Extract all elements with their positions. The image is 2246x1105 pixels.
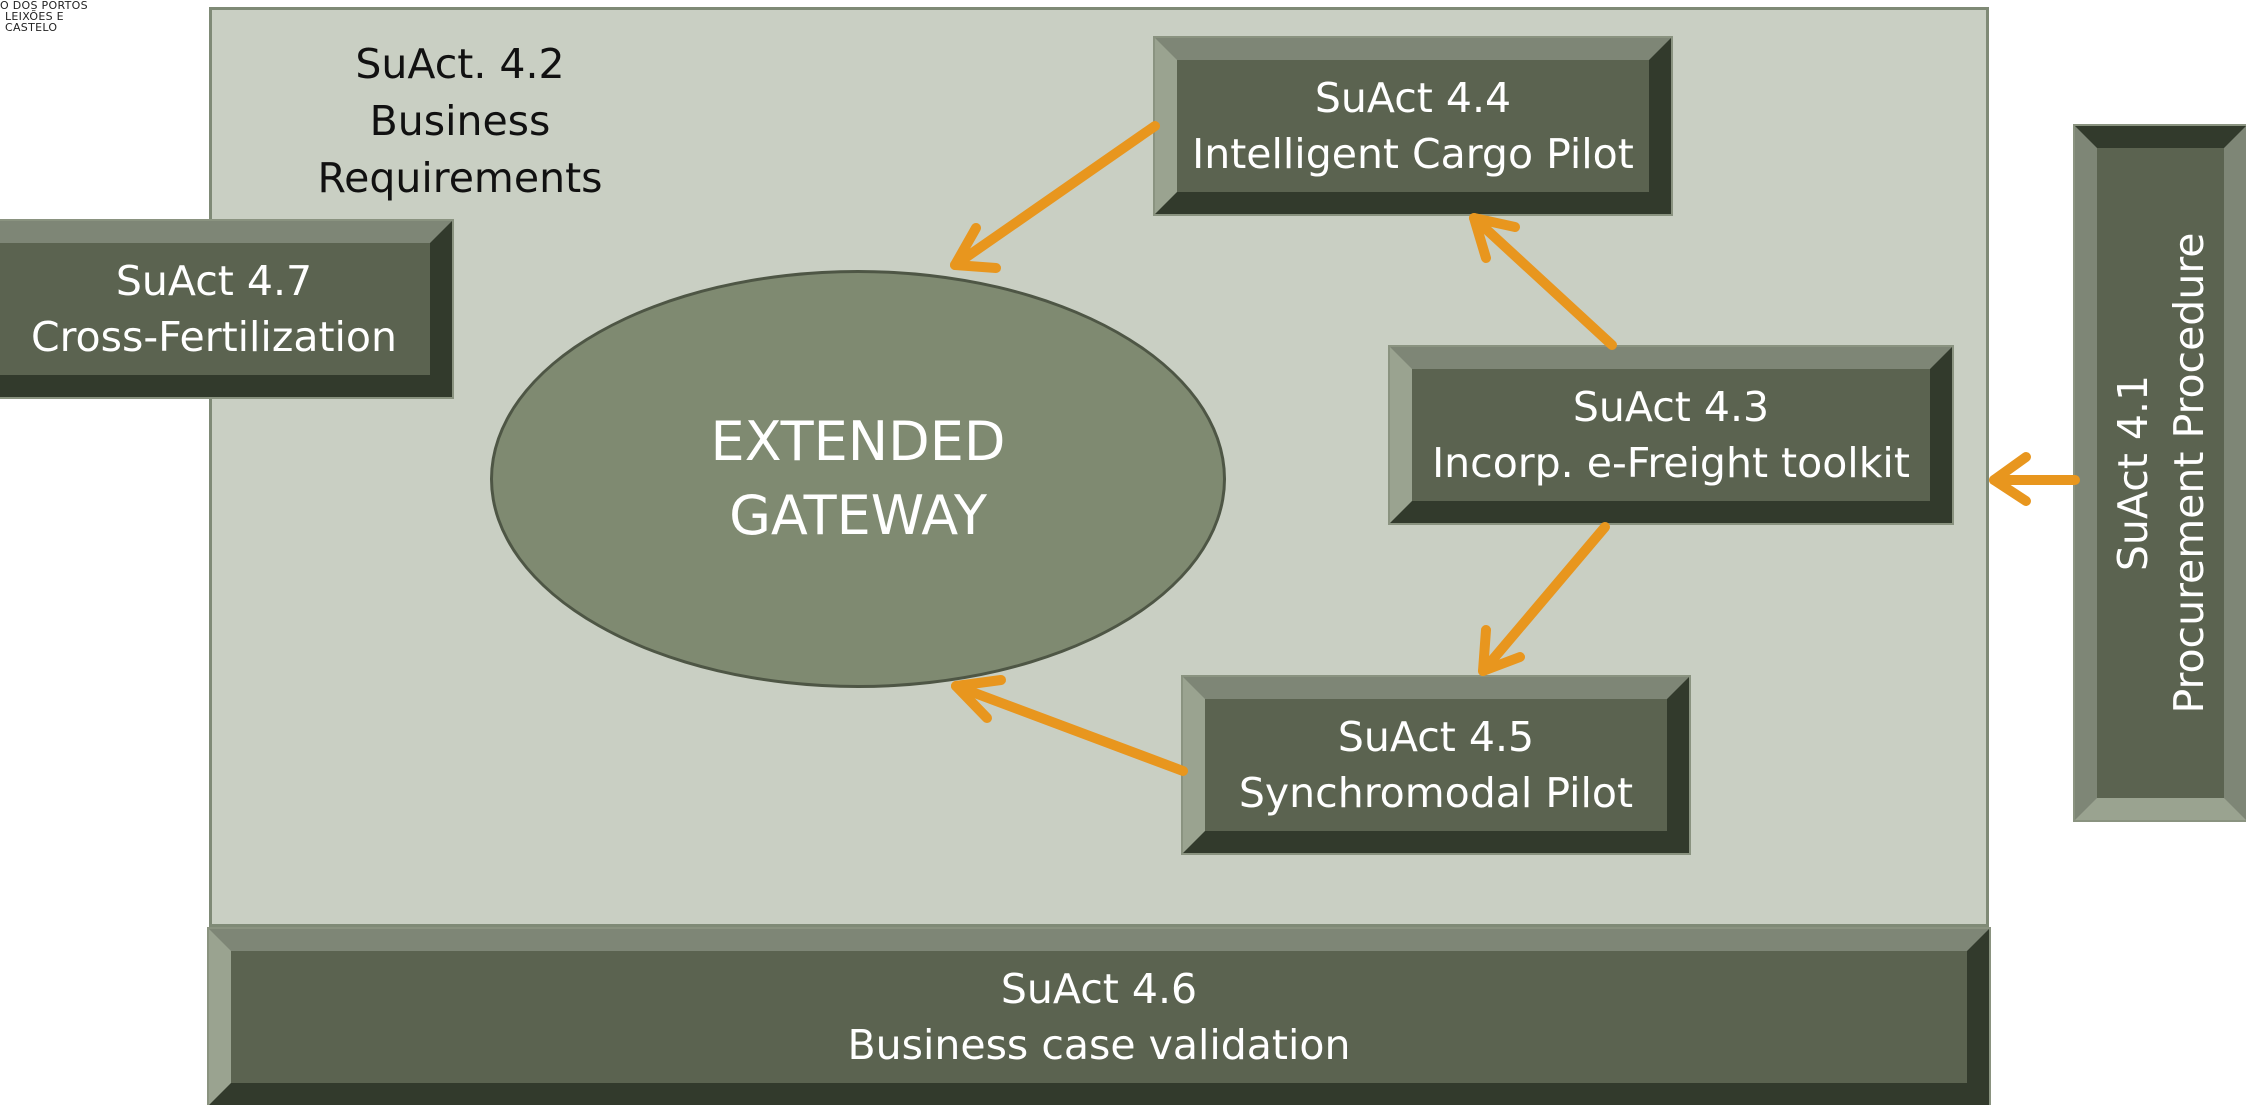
logo-line-1: O DOS PORTOS: [0, 0, 88, 12]
arrow-cargo-to-gateway: [950, 121, 1160, 273]
efreight-title: Incorp. e-Freight toolkit: [1432, 439, 1910, 487]
arrow-synchromodal-to-gateway: [951, 675, 1188, 776]
synchromodal-pilot-box: SuAct 4.5 Synchromodal Pilot: [1181, 675, 1691, 855]
cross-fertilization-title: Cross-Fertilization: [30, 313, 398, 361]
cross-fertilization-box: SuAct 4.7 Cross-Fertilization: [0, 219, 454, 399]
efreight-toolkit-box: SuAct 4.3 Incorp. e-Freight toolkit: [1388, 345, 1954, 525]
business-requirements-id: SuAct. 4.2: [355, 40, 565, 88]
synchromodal-id: SuAct 4.5: [1337, 713, 1535, 761]
synchromodal-title: Synchromodal Pilot: [1238, 769, 1634, 817]
cargo-pilot-title: Intelligent Cargo Pilot: [1192, 130, 1634, 178]
logo-line-2: LEIXÕES E: [5, 10, 64, 23]
efreight-id: SuAct 4.3: [1572, 383, 1770, 431]
gateway-line-2: GATEWAY: [729, 484, 987, 547]
arrow-procurement-to-panel: [1989, 452, 2080, 506]
procurement-box: SuAct 4.1 Procurement Procedure: [2073, 124, 2246, 822]
logo-line-3: CASTELO: [5, 21, 58, 34]
extended-gateway-ellipse: EXTENDED GATEWAY: [490, 270, 1226, 688]
arrow-efreight-to-synchromodal: [1478, 522, 1610, 676]
business-requirements-label: SuAct. 4.2 Business Requirements: [230, 36, 690, 207]
cargo-pilot-id: SuAct 4.4: [1314, 74, 1512, 122]
business-case-box: SuAct 4.6 Business case validation: [207, 927, 1991, 1105]
business-case-title: Business case validation: [847, 1021, 1351, 1069]
cargo-pilot-box: SuAct 4.4 Intelligent Cargo Pilot: [1153, 36, 1673, 216]
business-requirements-title: Business Requirements: [317, 97, 603, 202]
cross-fertilization-id: SuAct 4.7: [115, 257, 313, 305]
gateway-line-1: EXTENDED: [710, 410, 1006, 473]
business-case-id: SuAct 4.6: [1000, 965, 1198, 1013]
arrow-efreight-to-cargo: [1469, 213, 1617, 350]
